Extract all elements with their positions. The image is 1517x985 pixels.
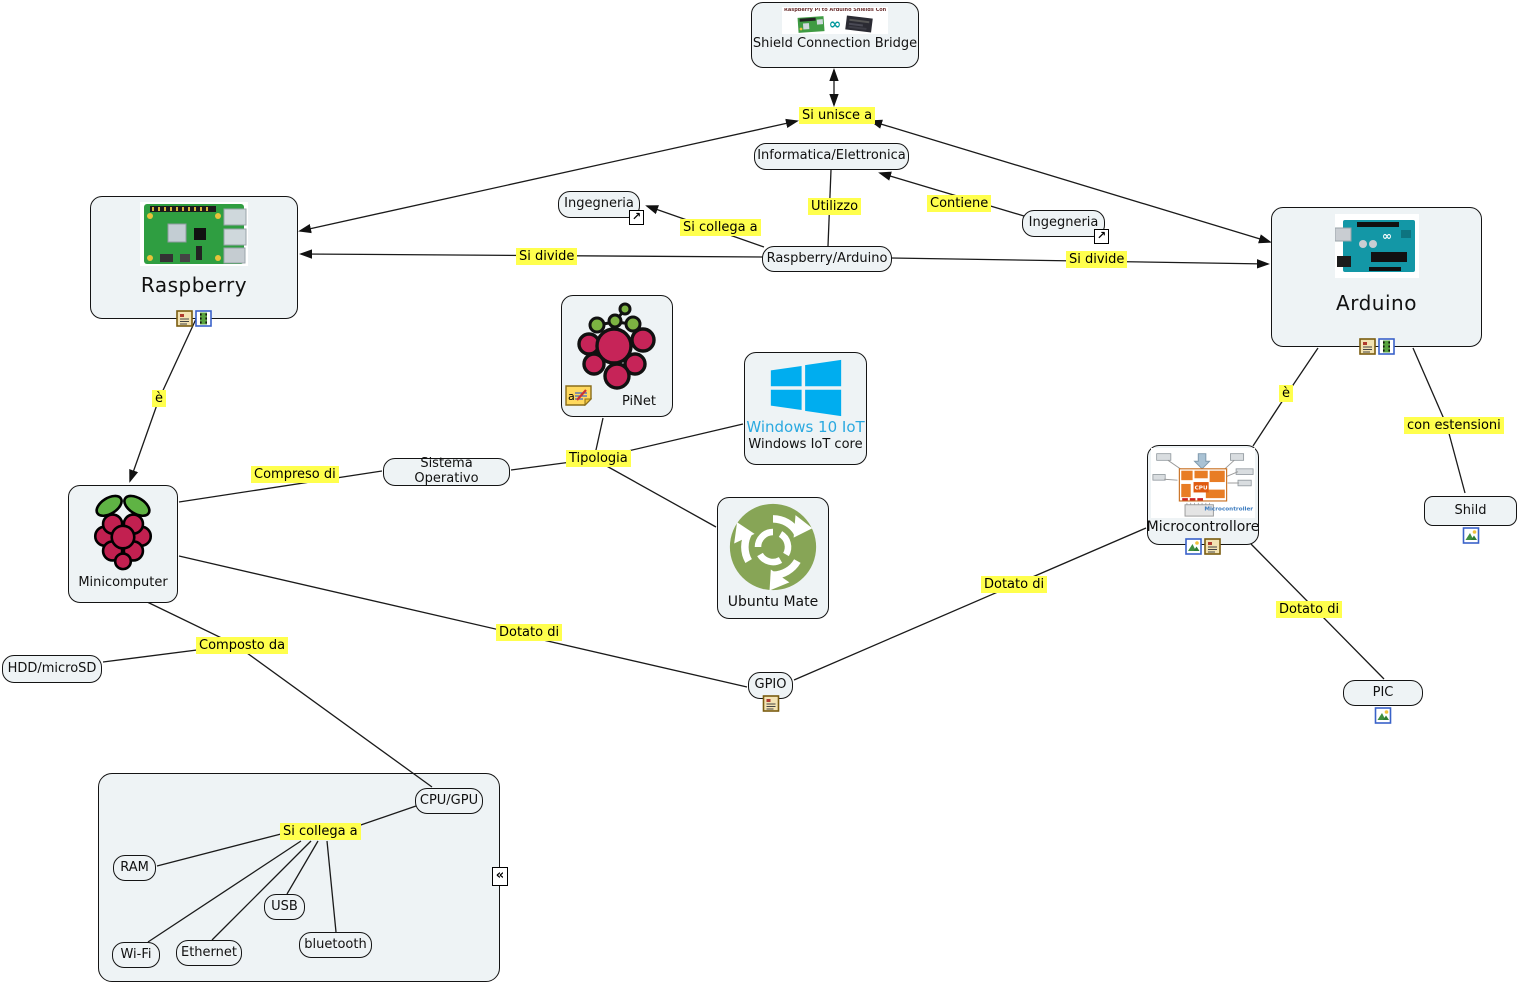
document-icon[interactable]: [1358, 338, 1376, 355]
node-shild[interactable]: Shild: [1424, 496, 1517, 544]
link-label-si-unisce-a[interactable]: Si unisce a: [799, 107, 876, 124]
node-label: RAM: [120, 859, 149, 875]
link-label-compreso-di[interactable]: Compreso di: [251, 466, 339, 483]
node-label: Shild: [1454, 502, 1487, 518]
arduino-logo-infinity: ∞: [1382, 229, 1392, 243]
node-shield-connection-bridge[interactable]: Raspberry Pi to Arduino Shields Connecti…: [751, 2, 919, 68]
node-label: Shield Connection Bridge: [752, 35, 918, 51]
node-bluetooth[interactable]: bluetooth: [299, 932, 372, 958]
node-label: USB: [271, 898, 298, 914]
film-icon[interactable]: [1377, 338, 1395, 355]
node-pinet[interactable]: PiNet a: [561, 295, 673, 417]
link-label-tipologia[interactable]: Tipologia: [566, 450, 631, 467]
cpu-label: CPU: [1195, 486, 1208, 492]
node-arduino[interactable]: ∞ Arduino: [1271, 207, 1482, 355]
node-ram[interactable]: RAM: [113, 855, 156, 881]
note-letter: a: [568, 390, 575, 403]
node-label: CPU/GPU: [419, 792, 479, 808]
node-pic[interactable]: PIC: [1343, 680, 1423, 724]
document-icon[interactable]: [1204, 538, 1221, 555]
note-icon[interactable]: a: [565, 385, 592, 406]
node-wifi[interactable]: Wi-Fi: [112, 942, 160, 968]
ubuntu-mate-logo: [729, 503, 817, 591]
shield-mini-board-image: [845, 15, 874, 33]
image-icon[interactable]: [1185, 538, 1202, 555]
link-label-si-divide-right[interactable]: Si divide: [1066, 251, 1128, 268]
node-label: Arduino: [1336, 291, 1417, 315]
shield-bridge-image-caption: Raspberry Pi to Arduino Shields Connecti…: [784, 8, 886, 13]
node-ingegneria-left[interactable]: Ingegneria ↗: [558, 191, 644, 225]
node-label: Informatica/Elettronica: [757, 148, 906, 164]
shield-bridge-image: Raspberry Pi to Arduino Shields Connecti…: [782, 7, 888, 34]
collapse-icon[interactable]: «: [492, 867, 508, 886]
node-ubuntu-mate[interactable]: Ubuntu Mate: [717, 497, 829, 619]
link-label-composto-da[interactable]: Composto da: [196, 637, 289, 654]
link-label-utilizzo[interactable]: Utilizzo: [808, 198, 862, 215]
node-ingegneria-right[interactable]: Ingegneria ↗: [1022, 210, 1109, 244]
link-label-si-divide-left[interactable]: Si divide: [516, 248, 578, 265]
node-usb[interactable]: USB: [264, 894, 305, 920]
pinet-network-image: [577, 302, 656, 390]
link-label-contiene[interactable]: Contiene: [927, 195, 992, 212]
node-label: Raspberry: [140, 273, 248, 297]
link-label-dotato-di-mid[interactable]: Dotato di: [981, 576, 1048, 593]
link-label-e-right[interactable]: è: [1279, 385, 1293, 402]
film-icon[interactable]: [195, 310, 212, 327]
node-label: Ethernet: [181, 944, 237, 960]
microcontroller-image-caption: Microcontroller: [1204, 506, 1253, 512]
node-label: Ingegneria: [564, 196, 634, 212]
link-label-dotato-di-right[interactable]: Dotato di: [1276, 601, 1343, 618]
node-cpu-gpu[interactable]: CPU/GPU: [415, 788, 483, 814]
image-icon[interactable]: [1374, 707, 1392, 724]
microcontroller-diagram-image: CPU Microcontroller: [1151, 448, 1255, 518]
node-microcontrollore[interactable]: CPU Microcontroller Microcontrollore: [1146, 445, 1260, 555]
node-label: Wi-Fi: [120, 946, 152, 962]
node-label: Sistema Operativo: [414, 456, 479, 486]
node-sistema-operativo[interactable]: Sistema Operativo: [383, 456, 510, 486]
node-label: Ingegneria: [1028, 215, 1099, 231]
link-label-con-estensioni[interactable]: con estensioni: [1404, 417, 1504, 434]
node-gpio[interactable]: GPIO: [748, 672, 793, 712]
link-label-si-collega-a[interactable]: Si collega a: [680, 219, 761, 236]
node-informatica-elettronica[interactable]: Informatica/Elettronica: [754, 143, 909, 170]
node-label: Minicomputer: [78, 575, 168, 590]
raspberry-pi-logo: [93, 494, 153, 571]
image-icon[interactable]: [1462, 527, 1479, 544]
node-label: Windows IoT core: [748, 437, 863, 453]
node-label: Raspberry/Arduino: [766, 250, 888, 266]
arduino-board-image: ∞: [1334, 214, 1419, 278]
link-label-e-left[interactable]: è: [152, 390, 166, 407]
node-raspberry-arduino[interactable]: Raspberry/Arduino: [762, 246, 892, 272]
document-icon[interactable]: [176, 310, 193, 327]
node-ethernet[interactable]: Ethernet: [176, 940, 242, 966]
node-label: bluetooth: [304, 936, 367, 952]
node-hdd-microsd[interactable]: HDD/microSD: [2, 655, 102, 683]
node-label: GPIO: [754, 677, 787, 693]
raspberry-mini-board-image: [797, 15, 825, 33]
node-label: HDD/microSD: [7, 660, 97, 676]
node-label: Ubuntu Mate: [727, 594, 819, 610]
arduino-infinity-logo: ∞: [828, 14, 842, 33]
raspberry-pi-board-image: [140, 202, 248, 266]
node-windows-iot[interactable]: Windows 10 IoT Windows IoT core: [744, 352, 867, 465]
node-minicomputer[interactable]: Minicomputer: [68, 485, 178, 603]
link-arrow-icon[interactable]: ↗: [629, 210, 644, 225]
document-icon[interactable]: [762, 695, 779, 712]
node-label: PIC: [1372, 684, 1394, 700]
node-label: Microcontrollore: [1146, 519, 1260, 535]
link-label-dotato-di-left[interactable]: Dotato di: [496, 624, 563, 641]
node-raspberry[interactable]: Raspberry: [90, 196, 298, 327]
windows-logo: [770, 359, 841, 417]
node-label: PiNet: [622, 394, 656, 410]
windows-logo-text: Windows 10 IoT: [746, 418, 865, 436]
link-label-si-collega-a-inner[interactable]: Si collega a: [280, 823, 361, 840]
link-arrow-icon[interactable]: ↗: [1094, 229, 1109, 244]
